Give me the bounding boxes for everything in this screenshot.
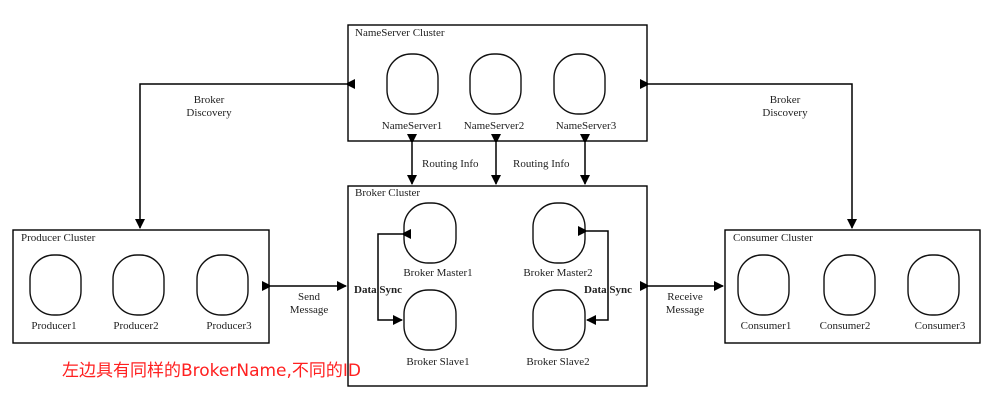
data-sync-right-label: Data Sync [584,284,632,296]
producer1-label: Producer1 [31,320,76,332]
consumer3-label: Consumer3 [915,320,966,332]
send-message-label-1: Send [298,291,321,303]
producer2-node [112,254,165,316]
nameserver3-node [553,53,606,115]
data-sync-left-label: Data Sync [354,284,402,296]
nameserver2-label: NameServer2 [464,120,524,132]
broker-master2-label: Broker Master2 [523,267,592,279]
producer2-label: Producer2 [113,320,158,332]
nameserver1-node [386,53,439,115]
broker-discovery-left-label-1: Broker [194,94,225,106]
receive-message-label-2: Message [666,304,705,316]
broker-slave2-node [532,289,586,351]
consumer2-node [823,254,876,316]
broker-master1-node [403,202,457,264]
nameserver-cluster-title: NameServer Cluster [355,27,445,39]
send-message-label-2: Message [290,304,329,316]
producer1-node [29,254,82,316]
consumer3-node [907,254,960,316]
broker-discovery-right-label-2: Discovery [762,107,808,119]
nameserver-consumer-arrow [640,79,857,229]
data-sync-left-arrow [377,229,411,325]
nameserver3-label: NameServer3 [556,120,617,132]
producer3-label: Producer3 [206,320,252,332]
broker-master1-label: Broker Master1 [403,267,472,279]
consumer1-node [737,254,790,316]
routing-info-left-label: Routing Info [422,158,479,170]
broker-master2-node [532,202,586,264]
nameserver1-label: NameServer1 [382,120,442,132]
receive-message-label-1: Receive [667,291,703,303]
broker-name-annotation: 左边具有同样的BrokerName,不同的ID [62,361,361,381]
routing-info-right-label: Routing Info [513,158,570,170]
producer3-node [196,254,249,316]
broker-slave1-node [403,289,457,351]
producer-cluster-title: Producer Cluster [21,232,96,244]
broker-slave1-label: Broker Slave1 [406,356,469,368]
data-sync-right-arrow [578,226,609,325]
consumer2-label: Consumer2 [820,320,871,332]
consumer1-label: Consumer1 [741,320,792,332]
broker-slave2-label: Broker Slave2 [526,356,589,368]
producer-nameserver-arrow [135,79,355,229]
broker-cluster-title: Broker Cluster [355,187,420,199]
nameserver2-node [469,53,522,115]
broker-discovery-left-label-2: Discovery [186,107,232,119]
broker-discovery-right-label-1: Broker [770,94,801,106]
consumer-cluster-title: Consumer Cluster [733,232,813,244]
